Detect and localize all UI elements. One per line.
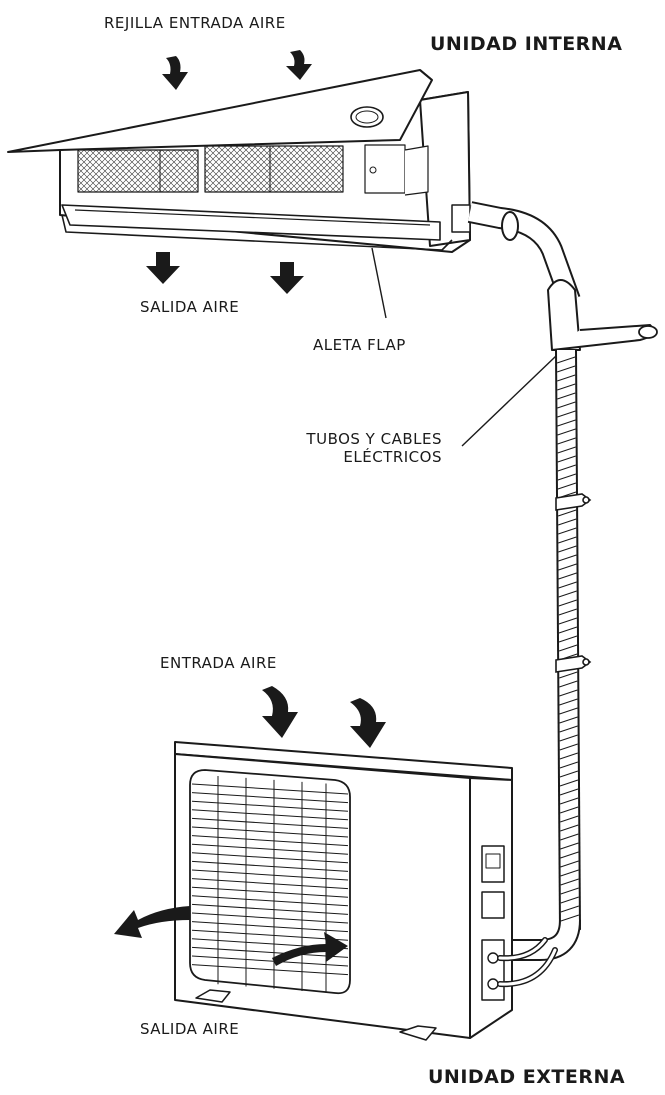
pipe-wrap-mark <box>558 474 576 480</box>
pipe-wrap-mark <box>560 744 578 750</box>
pipe-wrap-mark <box>558 456 576 462</box>
label-salida-aire-externa: SALIDA AIRE <box>140 1020 240 1038</box>
pipe-wrap-mark <box>559 645 577 651</box>
arrow-down-icon <box>350 698 386 748</box>
label-rejilla-entrada-aire: REJILLA ENTRADA AIRE <box>104 14 286 32</box>
label-tubos-line1: TUBOS Y CABLES <box>306 430 442 448</box>
pipe-clips <box>556 494 590 672</box>
pipe-wrap-mark <box>560 852 578 858</box>
pipe-wrap-mark <box>559 591 577 597</box>
pipe-wrap-mark <box>557 357 575 363</box>
indoor-filter-right <box>205 146 343 192</box>
pipe-wrap-mark <box>561 897 579 903</box>
label-aleta-flap: ALETA FLAP <box>313 336 406 354</box>
pipe-wrap-mark <box>558 420 576 426</box>
label-tubos-y-cables: TUBOS Y CABLES ELÉCTRICOS <box>282 430 442 466</box>
pipe-wrap-mark <box>558 429 576 435</box>
label-salida-aire-interna: SALIDA AIRE <box>140 298 240 316</box>
pipe-wrap-mark <box>560 816 578 822</box>
pipe-wrap-mark <box>560 825 578 831</box>
pipe-wrap-mark <box>558 528 576 534</box>
pipes-and-cables <box>470 212 657 950</box>
pipe-wrap-mark <box>560 771 578 777</box>
outlet-arrows-indoor <box>146 252 304 294</box>
pipe-wrap-mark <box>558 483 576 489</box>
pipe-wrap-mark <box>559 690 577 696</box>
outdoor-grille <box>192 776 348 993</box>
arrow-down-icon <box>270 262 304 294</box>
pipe-wrap-mark <box>559 681 577 687</box>
arrow-down-icon <box>146 252 180 284</box>
pipe-wrap-mark <box>560 735 578 741</box>
pipe-wrap-mark <box>557 375 575 381</box>
outlet-arrows-outdoor <box>114 906 348 966</box>
outdoor-unit <box>175 742 512 1040</box>
pipe-wrap-mark <box>560 762 578 768</box>
pipe-wrap-mark <box>561 888 579 894</box>
pipe-wrap-mark <box>561 906 579 912</box>
pipe-wrap-mark <box>560 843 578 849</box>
intake-arrows-indoor <box>162 50 312 90</box>
indoor-filter-left <box>78 150 198 192</box>
pipe-wrap-mark <box>560 753 578 759</box>
pipe-wrap-mark <box>557 411 575 417</box>
indoor-unit <box>8 70 470 252</box>
arrow-down-icon <box>162 56 188 90</box>
pipe-wrap-mark <box>557 384 575 390</box>
label-entrada-aire: ENTRADA AIRE <box>160 654 277 672</box>
label-unidad-interna: UNIDAD INTERNA <box>430 33 623 55</box>
pipe-wrap-mark <box>559 636 577 642</box>
pipe-wrap-mark <box>561 861 579 867</box>
pipe-wrap-mark <box>559 573 577 579</box>
pipe-wrap-mark <box>559 600 577 606</box>
pipe-wrap-mark <box>560 726 578 732</box>
pipe-wrap-mark <box>560 798 578 804</box>
intake-arrows-outdoor <box>262 686 386 748</box>
pipe-wrap-mark <box>558 564 576 570</box>
label-unidad-externa: UNIDAD EXTERNA <box>428 1066 626 1088</box>
pipe-wrap-mark <box>560 807 578 813</box>
tubos-pointer <box>462 356 556 446</box>
pipe-wrap-mark <box>558 555 576 561</box>
arrow-down-icon <box>262 686 298 738</box>
pipe-wrap-mark <box>559 618 577 624</box>
pipe-wrap-mark <box>559 609 577 615</box>
pipe-wrap-mark <box>561 915 579 921</box>
pipe-wrap-mark <box>558 510 576 516</box>
pipe-wrap-mark <box>559 672 577 678</box>
pipe-wrap-mark <box>557 393 575 399</box>
pipe-wrap-mark <box>560 834 578 840</box>
pipe-wrap-mark <box>557 402 575 408</box>
pipe-wrap-mark <box>558 438 576 444</box>
pipe-wrap-mark <box>559 582 577 588</box>
pipe-wrap-mark <box>558 465 576 471</box>
pipe-wrap-mark <box>560 780 578 786</box>
pipe-wrap-mark <box>561 879 579 885</box>
arrow-down-icon <box>286 50 312 80</box>
pipe-wrap-mark <box>558 447 576 453</box>
arrow-right-icon <box>272 932 348 966</box>
pipe-wrap-mark <box>558 519 576 525</box>
label-tubos-line2: ELÉCTRICOS <box>343 448 442 466</box>
pipe-wrap-mark <box>561 870 579 876</box>
pipe-wrap-mark <box>560 717 578 723</box>
pipe-wrap-mark <box>560 789 578 795</box>
pipe-wrap-mark <box>558 537 576 543</box>
pipe-wrap-mark <box>558 546 576 552</box>
arrow-left-icon <box>114 906 190 938</box>
flap-pointer <box>372 248 386 318</box>
pipe-wrap-mark <box>559 708 577 714</box>
pipe-wrap-mark <box>557 366 575 372</box>
pipe-wrap-mark <box>559 699 577 705</box>
front-panel <box>8 70 432 152</box>
pipe-wrap-mark <box>559 627 577 633</box>
